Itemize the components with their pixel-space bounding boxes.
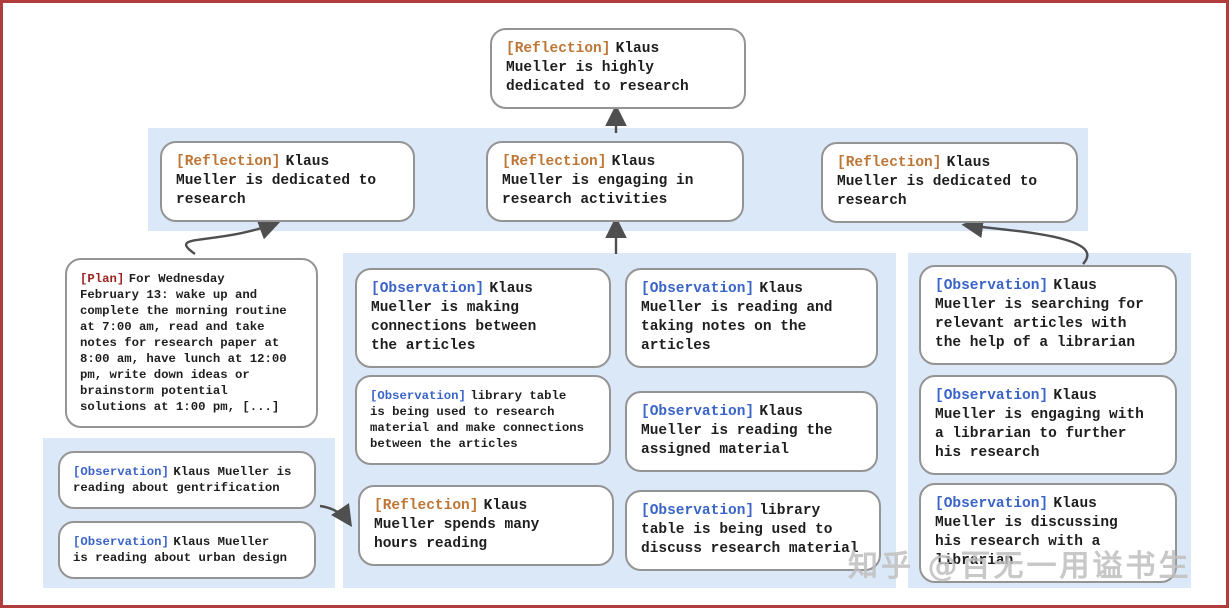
observation-tag: [Observation] [73, 535, 169, 549]
node-reflection-middle: [Reflection]Klaus Mueller is engaging in… [486, 141, 744, 222]
observation-tag: [Observation] [935, 388, 1049, 404]
node-obs-discussing-librarian: [Observation]Klaus Mueller is discussing… [919, 483, 1177, 583]
node-text: Klaus Mueller is reading about gentrific… [73, 465, 292, 495]
node-text: Klaus Mueller is reading about urban des… [73, 535, 288, 565]
node-text: Klaus Mueller is reading and taking note… [641, 281, 833, 354]
node-obs-library-table-discuss: [Observation]library table is being used… [625, 490, 881, 571]
node-obs-urban-design: [Observation]Klaus Mueller is reading ab… [58, 521, 316, 579]
observation-tag: [Observation] [935, 278, 1049, 294]
observation-tag: [Observation] [641, 404, 755, 420]
observation-tag: [Observation] [641, 281, 755, 297]
observation-tag: [Observation] [370, 389, 466, 403]
node-obs-taking-notes: [Observation]Klaus Mueller is reading an… [625, 268, 878, 368]
node-text: Klaus Mueller spends many hours reading [374, 498, 540, 552]
node-text: Klaus Mueller is highly dedicated to res… [506, 41, 689, 95]
node-text: library table is being used to research … [370, 389, 585, 451]
node-reflection-right: [Reflection]Klaus Mueller is dedicated t… [821, 142, 1078, 223]
node-text: Klaus Mueller is discussing his research… [935, 496, 1118, 569]
node-root-reflection: [Reflection]Klaus Mueller is highly dedi… [490, 28, 746, 109]
reflection-tag: [Reflection] [837, 155, 942, 171]
node-text: Klaus Mueller is engaging in research ac… [502, 154, 694, 208]
reflection-tag: [Reflection] [506, 41, 611, 57]
node-text: library table is being used to discuss r… [641, 503, 859, 557]
node-reflection-hours-reading: [Reflection]Klaus Mueller spends many ho… [358, 485, 614, 566]
node-text: Klaus Mueller is dedicated to research [837, 155, 1038, 209]
node-plan: [Plan]For Wednesday February 13: wake up… [65, 258, 318, 428]
observation-tag: [Observation] [73, 465, 169, 479]
node-obs-library-table-research: [Observation]library table is being used… [355, 375, 611, 465]
node-obs-gentrification: [Observation]Klaus Mueller is reading ab… [58, 451, 316, 509]
observation-tag: [Observation] [935, 496, 1049, 512]
node-text: Klaus Mueller is engaging with a librari… [935, 388, 1144, 461]
observation-tag: [Observation] [641, 503, 755, 519]
reflection-tag: [Reflection] [502, 154, 607, 170]
node-obs-engaging-librarian: [Observation]Klaus Mueller is engaging w… [919, 375, 1177, 475]
node-obs-searching-articles: [Observation]Klaus Mueller is searching … [919, 265, 1177, 365]
plan-tag: [Plan] [80, 272, 125, 286]
node-text: For Wednesday February 13: wake up and c… [80, 272, 287, 414]
node-reflection-left: [Reflection]Klaus Mueller is dedicated t… [160, 141, 415, 222]
node-obs-assigned-material: [Observation]Klaus Mueller is reading th… [625, 391, 878, 472]
reflection-tag: [Reflection] [176, 154, 281, 170]
node-text: Klaus Mueller is reading the assigned ma… [641, 404, 833, 458]
node-obs-making-connections: [Observation]Klaus Mueller is making con… [355, 268, 611, 368]
reflection-tag: [Reflection] [374, 498, 479, 514]
node-text: Klaus Mueller is dedicated to research [176, 154, 377, 208]
node-text: Klaus Mueller is searching for relevant … [935, 278, 1144, 351]
observation-tag: [Observation] [371, 281, 485, 297]
node-text: Klaus Mueller is making connections betw… [371, 281, 537, 354]
